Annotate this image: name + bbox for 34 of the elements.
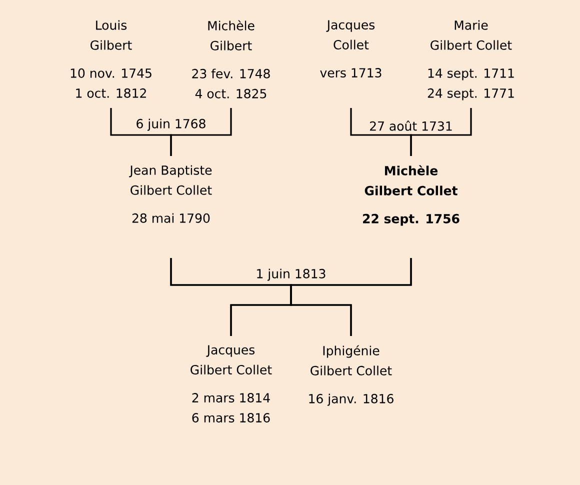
person-name: Michèle [385, 165, 438, 176]
date-text: 14 sept. 1711 [428, 68, 514, 80]
person-name: Gilbert Collet [310, 366, 392, 376]
person-name: Gilbert Collet [130, 185, 212, 195]
date-text: vers 1713 [320, 68, 382, 78]
tree-line [290, 258, 412, 336]
date-text: 28 mai 1790 [132, 213, 210, 223]
date-text: 2 mars 1814 [192, 393, 270, 402]
person-name: Gilbert [90, 40, 132, 50]
person-name: Gilbert Collet [430, 40, 512, 50]
person-name: Gilbert Collet [364, 186, 458, 196]
edge-label: 27 août 1731 [368, 120, 454, 132]
person-name: Jacques [206, 345, 255, 357]
tree-line [170, 108, 232, 156]
person-name: Collet [334, 40, 369, 50]
date-text: 24 sept. 1771 [428, 88, 514, 100]
person-name: Louis [96, 20, 127, 30]
person-name: Gilbert [210, 40, 252, 50]
date-text: 10 nov. 1745 [70, 68, 152, 78]
edge-label: 1 juin 1813 [254, 268, 328, 282]
person-name: Gilbert Collet [190, 364, 272, 374]
date-text: 23 fev. 1748 [192, 68, 270, 78]
date-text: 1 oct. 1812 [76, 88, 146, 98]
date-text: 6 mars 1816 [192, 413, 270, 422]
person-name: Iphigénie [323, 345, 380, 358]
tree-line [410, 108, 472, 156]
person-name: Jean Baptiste [129, 165, 212, 178]
date-text: 22 sept. 1756 [363, 214, 460, 226]
person-name: Marie [454, 20, 488, 30]
person-name: Jacques [326, 20, 375, 32]
person-name: Michèle [208, 20, 254, 30]
date-text: 4 oct. 1825 [195, 88, 266, 98]
edge-label: 6 juin 1768 [134, 118, 208, 132]
date-text: 16 janv. 1816 [309, 394, 394, 406]
